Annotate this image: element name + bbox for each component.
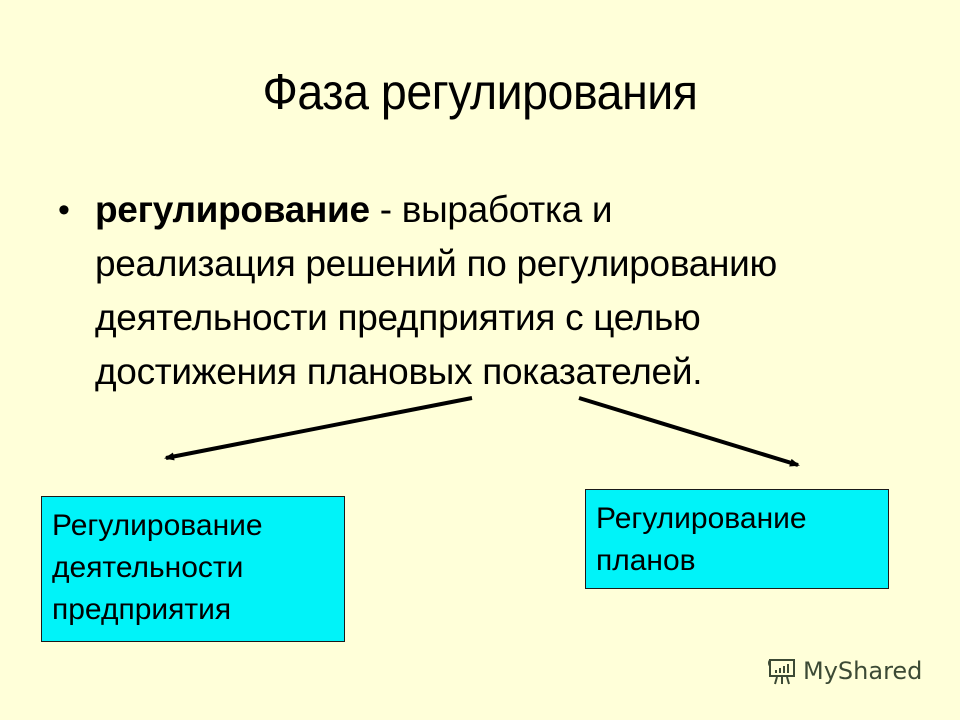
bullet-dot-icon: • bbox=[58, 191, 70, 229]
slide-title: Фаза регулирования bbox=[262, 64, 698, 120]
bullet-line: достижения плановых показателей. bbox=[95, 351, 703, 392]
bullet-rest: - выработка и bbox=[369, 189, 613, 230]
bullet-term: регулирование bbox=[95, 189, 370, 230]
presentation-board-icon bbox=[768, 659, 795, 685]
watermark: MyShared bbox=[767, 656, 922, 686]
watermark-text: MyShared bbox=[803, 657, 923, 685]
box-line: предприятия bbox=[52, 593, 232, 626]
box-line: деятельности bbox=[52, 551, 244, 584]
bullet-line: реализация решений по регулированию bbox=[95, 243, 777, 284]
box-line: Регулирование bbox=[52, 509, 263, 542]
bullet-line: деятельности предприятия с целью bbox=[95, 297, 701, 338]
bullet-text: регулирование - выработка и реализация р… bbox=[95, 183, 925, 399]
box-activity-regulation: Регулирование деятельности предприятия bbox=[41, 496, 345, 642]
box-line: планов bbox=[596, 544, 696, 577]
arrow-left-icon bbox=[164, 396, 473, 461]
arrow-right-icon bbox=[578, 396, 800, 467]
box-plan-regulation: Регулирование планов bbox=[585, 489, 889, 589]
box-line: Регулирование bbox=[596, 502, 807, 535]
